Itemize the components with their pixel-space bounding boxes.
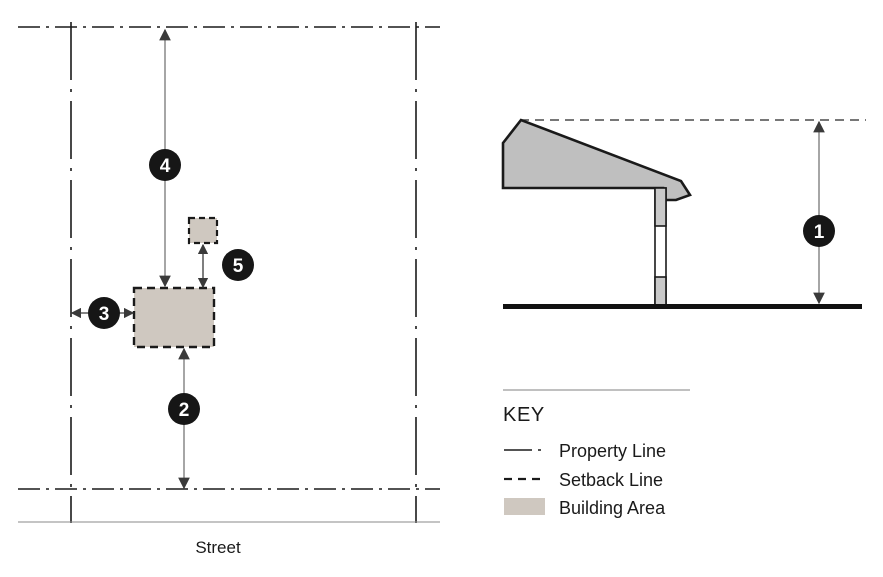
- marker-3-label: 3: [99, 304, 110, 325]
- building-footprint-accessory: [187, 216, 219, 245]
- building-area-swatch: [504, 498, 545, 515]
- roof-shape: [501, 118, 692, 202]
- site-plan: 4 5 3 2 Street: [18, 22, 440, 557]
- key-item-property-line-label: Property Line: [559, 441, 666, 461]
- key-legend: KEY Property Line Setback Line Building …: [503, 389, 690, 518]
- marker-3: 3: [88, 297, 120, 329]
- key-item-property-line: Property Line: [504, 441, 666, 461]
- wall-post-lower-segment: [654, 276, 667, 308]
- marker-1: 1: [803, 215, 835, 247]
- marker-5-circle: [222, 249, 254, 281]
- section-view: 1: [501, 118, 866, 309]
- marker-5-label: 5: [233, 256, 244, 277]
- key-item-building-area: Building Area: [504, 498, 666, 518]
- marker-4: 4: [149, 149, 181, 181]
- street-label: Street: [195, 538, 241, 557]
- marker-2: 2: [168, 393, 200, 425]
- key-title: KEY: [503, 404, 545, 426]
- marker-4-label: 4: [160, 156, 171, 177]
- marker-1-circle: [803, 215, 835, 247]
- marker-4-circle: [149, 149, 181, 181]
- marker-1-label: 1: [814, 222, 825, 243]
- wall-post-upper-segment: [654, 187, 667, 227]
- key-item-setback-line-label: Setback Line: [559, 470, 663, 490]
- marker-2-circle: [168, 393, 200, 425]
- ground-line: [503, 304, 862, 309]
- key-item-building-area-label: Building Area: [559, 498, 666, 518]
- marker-5: 5: [222, 249, 254, 281]
- key-item-setback-line: Setback Line: [504, 470, 663, 490]
- marker-3-circle: [88, 297, 120, 329]
- building-footprint-main: [132, 286, 216, 349]
- marker-2-label: 2: [179, 400, 190, 421]
